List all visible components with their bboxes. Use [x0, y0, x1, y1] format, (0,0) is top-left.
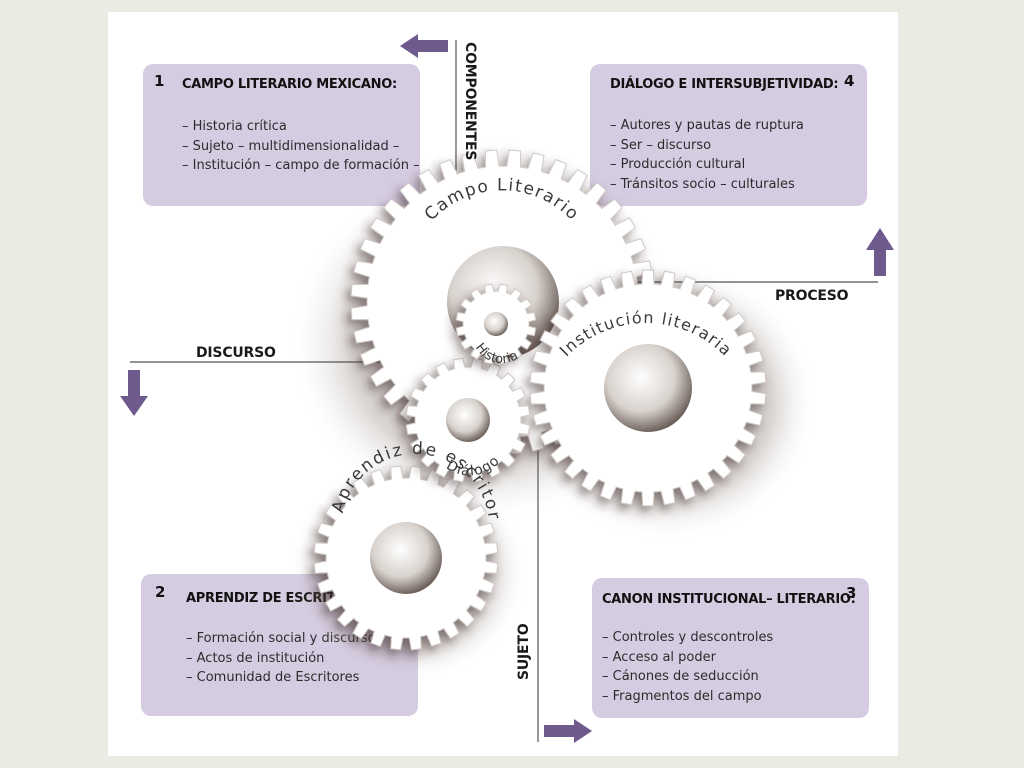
box-list: – Controles y descontroles – Acceso al p… — [602, 628, 773, 706]
box-campo-literario-mexicano: 1 CAMPO LITERARIO MEXICANO: – Historia c… — [143, 64, 420, 206]
list-item: – Sujeto – multidimensionalidad – — [182, 138, 400, 154]
list-item: – Historia crítica — [182, 119, 287, 134]
axis-label-componentes: COMPONENTES — [462, 42, 478, 161]
diagram-canvas: 1 CAMPO LITERARIO MEXICANO: – Historia c… — [108, 12, 898, 756]
box-number: 2 — [155, 583, 166, 601]
list-item: – Cánones de seducción — [602, 669, 759, 684]
list-item: – Controles y descontroles — [602, 630, 774, 645]
box-canon-institucional: 3 CANON INSTITUCIONAL– LITERARIO: – Cont… — [592, 578, 869, 718]
gear-aprendiz-de-escritor-hole — [370, 522, 442, 594]
arrow-left-icon — [400, 34, 448, 58]
gear-historia — [455, 283, 537, 365]
box-list: – Autores y pautas de ruptura – Ser – di… — [610, 116, 804, 194]
axis-label-sujeto: SUJETO — [516, 623, 532, 680]
arrow-up-icon — [866, 228, 894, 276]
list-item: – Autores y pautas de ruptura — [610, 118, 804, 133]
list-item: – Actos de institución — [186, 650, 325, 666]
gear-diagram: Campo Literario Institución literaria Ap… — [120, 34, 894, 743]
box-list: – Historia crítica – Sujeto – multidimen… — [182, 117, 420, 176]
gear-institucion-literaria-hole — [604, 344, 692, 432]
box-number: 1 — [154, 72, 165, 90]
list-item: – Institución – campo de formación – — [182, 158, 420, 173]
box-title: CANON INSTITUCIONAL– LITERARIO: — [602, 592, 856, 607]
list-item: – Tránsitos socio – culturales — [610, 176, 795, 192]
gear-historia-hole — [484, 312, 508, 336]
arrow-right-icon — [544, 719, 592, 743]
gear-dialogo — [405, 357, 531, 483]
axis-label-proceso: PROCESO — [775, 288, 849, 304]
box-title: DIÁLOGO E INTERSUBJETIVIDAD: — [610, 77, 839, 92]
arrow-down-icon — [120, 370, 148, 416]
gear-institucion-literaria — [529, 269, 767, 507]
box-number: 4 — [844, 72, 855, 90]
box-title: CAMPO LITERARIO MEXICANO: — [182, 77, 397, 92]
gear-dialogo-hole — [446, 398, 490, 442]
box-dialogo-intersubjetividad: 4 DIÁLOGO E INTERSUBJETIVIDAD: – Autores… — [590, 64, 867, 206]
gear-aprendiz-de-escritor — [313, 465, 499, 651]
list-item: – Ser – discurso — [610, 137, 712, 153]
axis-label-discurso: DISCURSO — [196, 345, 276, 361]
list-item: – Acceso al poder — [602, 649, 716, 665]
list-item: – Comunidad de Escritores — [186, 670, 360, 685]
box-number: 3 — [846, 584, 857, 602]
list-item: – Fragmentos del campo — [602, 688, 762, 704]
list-item: – Producción cultural — [610, 157, 746, 172]
